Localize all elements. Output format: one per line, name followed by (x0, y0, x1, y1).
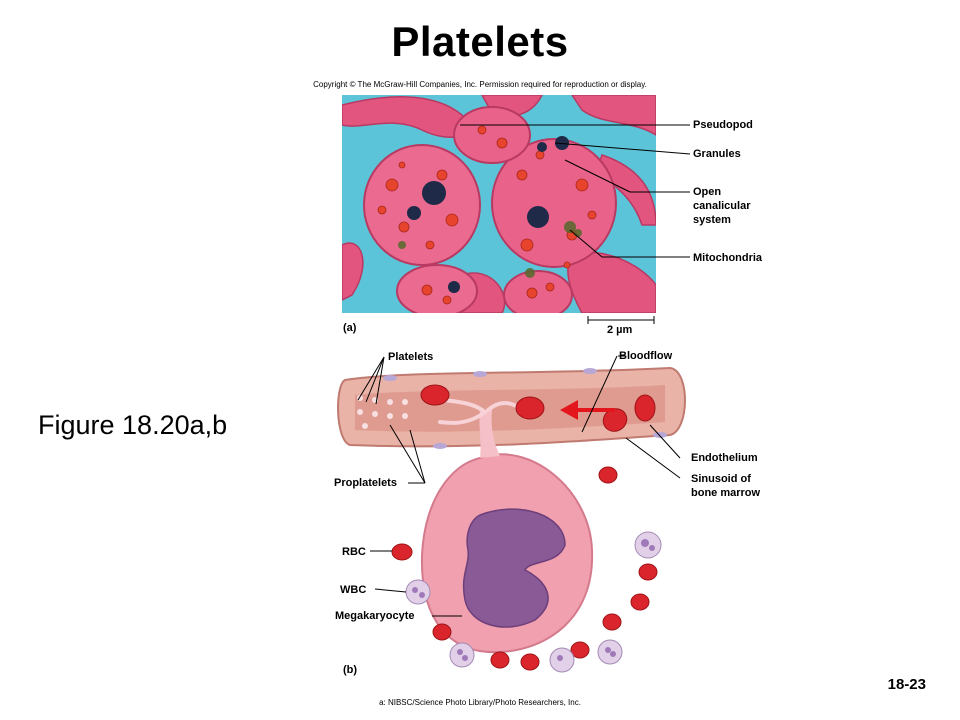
label-pseudopod: Pseudopod (693, 119, 753, 131)
label-bloodflow: Bloodflow (619, 350, 673, 362)
megakaryocyte-illustration (337, 366, 686, 673)
slide-title: Platelets (391, 18, 569, 65)
label-proplatelets: Proplatelets (334, 477, 397, 489)
label-platelets: Platelets (388, 351, 434, 363)
panel-a-letter: (a) (343, 322, 357, 334)
label-granules: Granules (693, 148, 741, 160)
label-mitochondria: Mitochondria (693, 252, 763, 264)
bloodflow-arrow (560, 400, 615, 420)
scale-bar-label: 2 µm (607, 324, 633, 336)
label-open-canalicular-system: Open canalicular system (693, 186, 751, 226)
slide-number: 18-23 (887, 676, 926, 693)
label-sinusoid: Sinusoid of bone marrow (691, 473, 761, 499)
figure-reference: Figure 18.20a,b (38, 410, 228, 440)
panel-b-letter: (b) (343, 664, 358, 676)
photo-credit: a: NIBSC/Science Photo Library/Photo Res… (379, 698, 581, 707)
label-wbc: WBC (340, 584, 367, 596)
platelet-micrograph (342, 95, 656, 313)
label-rbc: RBC (342, 546, 366, 558)
panel-a-leaders (460, 124, 691, 324)
label-endothelium: Endothelium (691, 452, 758, 464)
copyright-notice: Copyright © The McGraw-Hill Companies, I… (313, 80, 647, 89)
label-megakaryocyte: Megakaryocyte (335, 610, 415, 622)
megakaryocyte-nucleus (462, 508, 566, 628)
panel-b-leaders (357, 355, 681, 617)
